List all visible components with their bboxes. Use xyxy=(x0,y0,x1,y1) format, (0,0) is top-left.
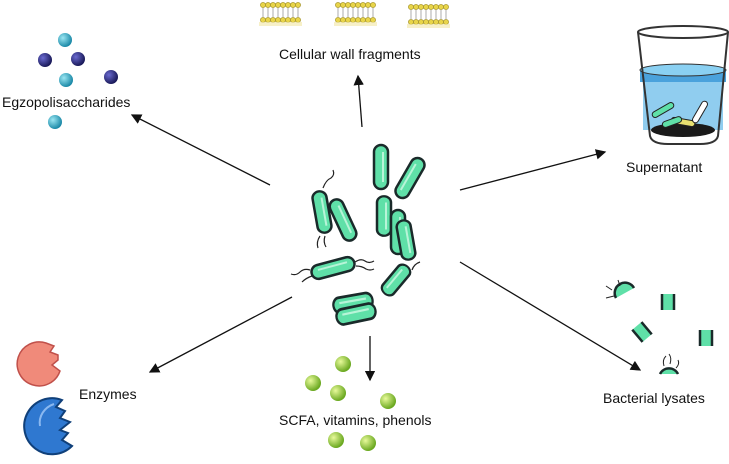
arrow-to-enzymes xyxy=(148,296,293,373)
arrow-to-supernatant xyxy=(459,149,607,191)
lipid-bilayer xyxy=(406,3,451,29)
arrow-to-cellular-wall xyxy=(353,74,364,128)
bacterium-rod xyxy=(391,154,429,202)
label-cellular-wall-fragments: Cellular wall fragments xyxy=(279,46,421,62)
bacteria-cluster xyxy=(290,143,429,328)
bacterium-rod xyxy=(310,188,334,236)
polysaccharide-spheres xyxy=(38,33,118,129)
lipid-bilayer xyxy=(333,1,378,27)
label-bacterial-lysates: Bacterial lysates xyxy=(603,390,705,406)
arrow-to-egzopolisaccharides xyxy=(130,114,271,186)
cell-wall-fragments xyxy=(258,1,451,29)
arrow-to-bacterial-lysates xyxy=(459,261,642,371)
bacterium-rod xyxy=(326,195,360,245)
bacterium-rod xyxy=(372,143,390,191)
bacterium-rod xyxy=(378,260,414,300)
bacterial-lysates-illustration xyxy=(605,279,714,375)
label-supernatant: Supernatant xyxy=(626,159,703,175)
lipid-bilayer xyxy=(258,1,303,27)
flagella xyxy=(290,169,421,283)
label-enzymes: Enzymes xyxy=(79,386,137,402)
bacterium-rod xyxy=(375,194,393,238)
scfa-spheres xyxy=(305,356,396,451)
supernatant-beaker xyxy=(637,25,729,145)
enzymes-illustration xyxy=(16,341,74,456)
label-egzopolisaccharides: Egzopolisaccharides xyxy=(2,94,131,110)
label-scfa: SCFA, vitamins, phenols xyxy=(279,412,432,428)
arrows xyxy=(130,74,642,382)
bacterium-rod xyxy=(308,254,358,282)
